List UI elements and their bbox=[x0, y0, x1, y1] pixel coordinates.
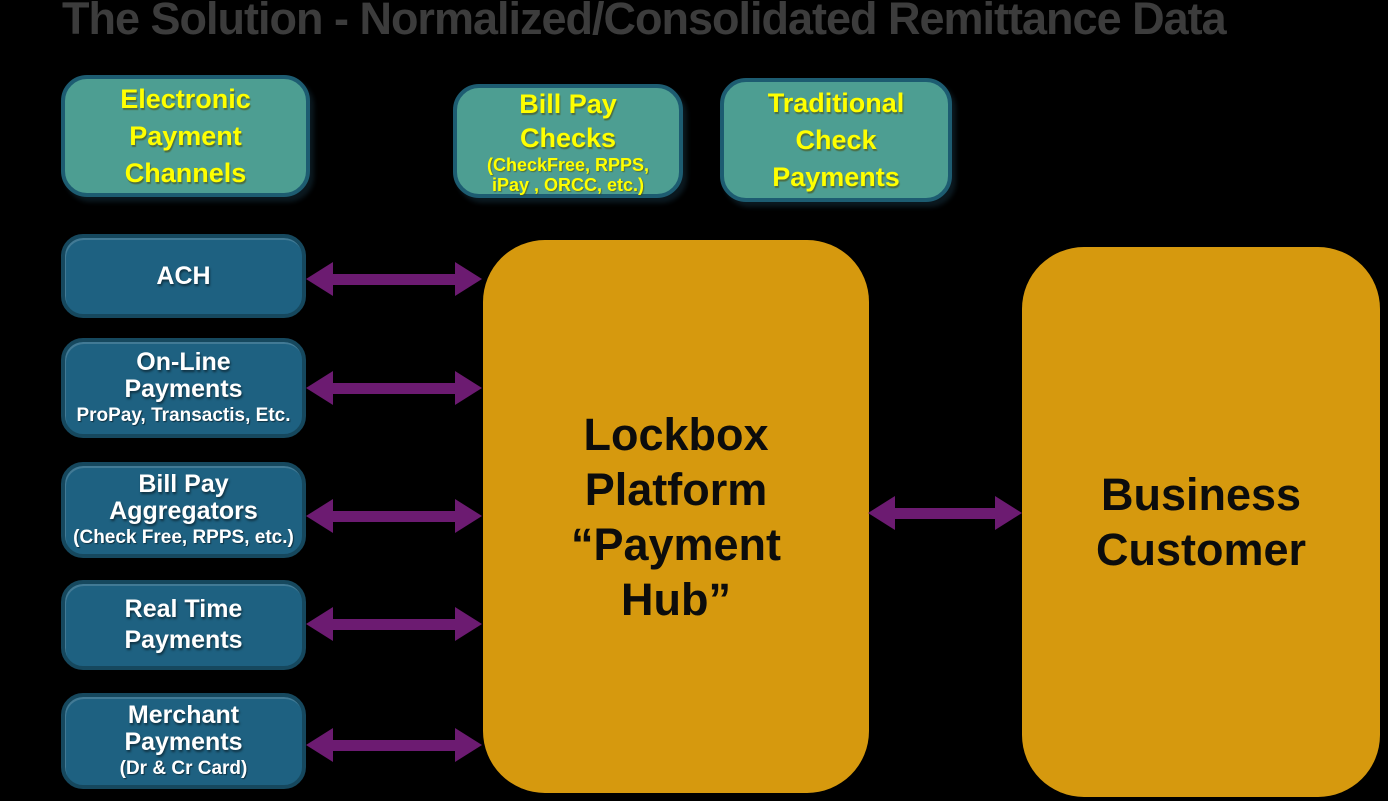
header-box-label-line: Checks bbox=[519, 123, 617, 153]
header-box-label-line: Payments bbox=[772, 161, 900, 192]
arrow-head-right bbox=[455, 371, 482, 405]
arrow-shaft bbox=[333, 382, 455, 394]
arrow-head-left bbox=[306, 371, 333, 405]
lockbox-platform-payment-hub-box: Lockbox Platform “Payment Hub” bbox=[483, 240, 869, 793]
channel-box-label-line: Payments bbox=[124, 375, 243, 403]
channel-box-label-line: Payments bbox=[124, 626, 243, 654]
header-box-sublabel-line: (CheckFree, RPPS, bbox=[486, 155, 650, 175]
arrow-head-right bbox=[455, 728, 482, 762]
header-box-label-line: Payment bbox=[129, 120, 242, 151]
arrow-shaft bbox=[333, 273, 455, 285]
arrow-head-left bbox=[306, 607, 333, 641]
hub-label-line: Hub” bbox=[621, 573, 731, 625]
arrow-head-right bbox=[455, 262, 482, 296]
business-customer-label-line: Business bbox=[1100, 469, 1302, 520]
arrow-shaft bbox=[895, 507, 995, 519]
merchant-payments-hub-bidirectional-arrow-icon bbox=[306, 728, 482, 762]
arrow-head-right bbox=[455, 499, 482, 533]
channel-box-label-line: On-Line bbox=[136, 348, 231, 376]
header-box-label-line: Check bbox=[795, 124, 877, 155]
hub-label-line: Lockbox bbox=[583, 408, 769, 460]
slide-title: The Solution - Normalized/Consolidated R… bbox=[62, 0, 1227, 44]
arrow-shaft bbox=[333, 739, 455, 751]
channel-box-label-line: Merchant bbox=[127, 701, 240, 729]
arrow-head-right bbox=[995, 496, 1022, 530]
arrow-head-left bbox=[306, 728, 333, 762]
channel-box-sublabel-line: (Dr & Cr Card) bbox=[119, 758, 248, 779]
arrow-head-left bbox=[306, 262, 333, 296]
real-time-payments-hub-bidirectional-arrow-icon bbox=[306, 607, 482, 641]
channel-box-label-line: Bill Pay bbox=[138, 470, 229, 498]
online-payments-hub-bidirectional-arrow-icon bbox=[306, 371, 482, 405]
header-box-label-line: Traditional bbox=[767, 87, 905, 118]
header-box-label-line: Electronic bbox=[120, 83, 251, 114]
hub-label-line: Platform bbox=[584, 463, 768, 515]
arrow-shaft bbox=[333, 618, 455, 630]
header-box-label-line: Channels bbox=[124, 157, 247, 188]
hub-label-line: “Payment bbox=[570, 518, 782, 570]
header-box-electronic-payment-channels: Electronic Payment Channels bbox=[61, 75, 310, 197]
channel-box-label-line: Real Time bbox=[124, 595, 243, 623]
channel-box-sublabel-line: (Check Free, RPPS, etc.) bbox=[73, 527, 294, 548]
header-box-label-line: Bill Pay bbox=[519, 89, 617, 119]
channel-box-bill-pay-aggregators: Bill Pay Aggregators (Check Free, RPPS, … bbox=[61, 462, 306, 558]
header-box-bill-pay-checks: Bill Pay Checks (CheckFree, RPPS, iPay ,… bbox=[453, 84, 683, 198]
arrow-shaft bbox=[333, 510, 455, 522]
arrow-head-left bbox=[306, 499, 333, 533]
channel-box-label-line: Aggregators bbox=[109, 497, 258, 525]
channel-box-label-line: Payments bbox=[124, 728, 243, 756]
channel-box-ach: ACH bbox=[61, 234, 306, 318]
channel-box-online-payments: On-Line Payments ProPay, Transactis, Etc… bbox=[61, 338, 306, 438]
header-box-traditional-check-payments: Traditional Check Payments bbox=[720, 78, 952, 202]
header-box-sublabel-line: iPay , ORCC, etc.) bbox=[491, 175, 645, 195]
hub-business-customer-bidirectional-arrow-icon bbox=[868, 496, 1022, 530]
bill-pay-aggregators-hub-bidirectional-arrow-icon bbox=[306, 499, 482, 533]
business-customer-box: Business Customer bbox=[1022, 247, 1380, 797]
channel-box-merchant-payments: Merchant Payments (Dr & Cr Card) bbox=[61, 693, 306, 789]
arrow-head-left bbox=[868, 496, 895, 530]
channel-box-label-line: ACH bbox=[156, 261, 211, 290]
arrow-head-right bbox=[455, 607, 482, 641]
business-customer-label-line: Customer bbox=[1095, 524, 1307, 575]
channel-box-sublabel-line: ProPay, Transactis, Etc. bbox=[76, 405, 291, 426]
channel-box-real-time-payments: Real Time Payments bbox=[61, 580, 306, 670]
ach-hub-bidirectional-arrow-icon bbox=[306, 262, 482, 296]
